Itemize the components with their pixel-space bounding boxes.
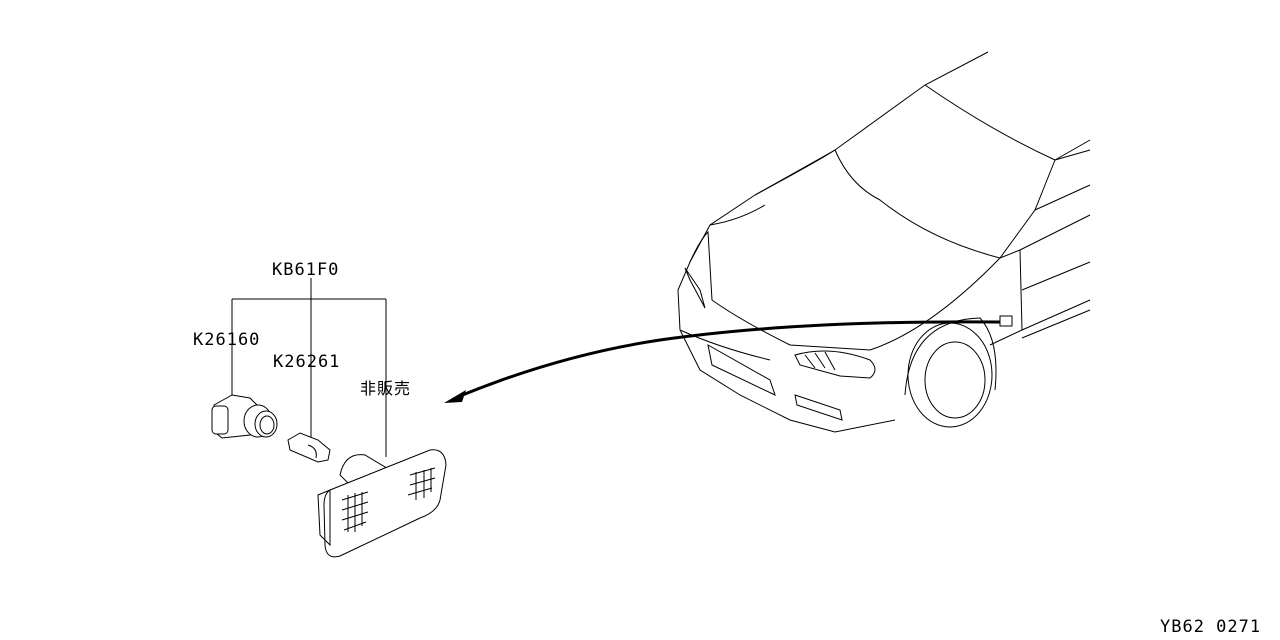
- label-lens-housing: 非販売: [360, 379, 411, 398]
- lens-grid-right: [407, 467, 436, 500]
- leader-lines: [231, 278, 387, 457]
- label-bulb: K26261: [273, 352, 340, 372]
- lens-housing-part: [317, 449, 447, 558]
- socket-part: [211, 394, 278, 439]
- location-arrow: [444, 320, 1001, 403]
- label-assembly: KB61F0: [272, 260, 339, 280]
- figure-id: YB62 0271: [1160, 617, 1261, 637]
- car-illustration: [677, 51, 1091, 433]
- bulb-part: [287, 432, 331, 463]
- label-socket: K26160: [193, 330, 260, 350]
- lens-grid-left: [341, 491, 369, 532]
